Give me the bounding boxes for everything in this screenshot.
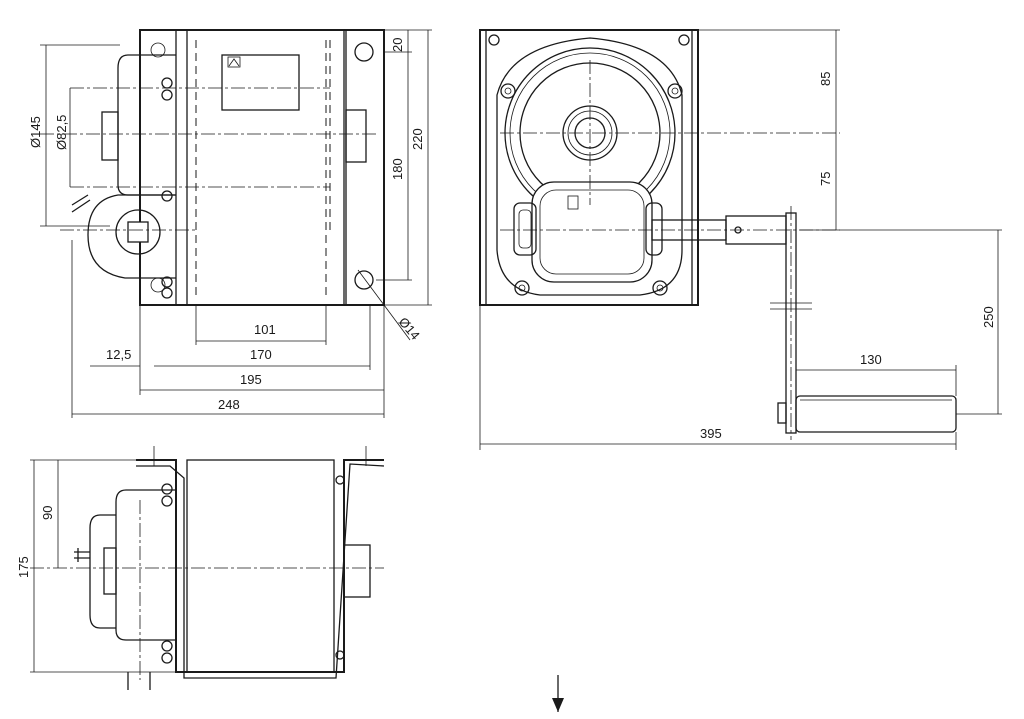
front-bolts bbox=[161, 77, 173, 299]
dim-h250: 250 bbox=[981, 306, 996, 328]
top-view bbox=[30, 446, 385, 690]
front-gear-cover bbox=[117, 54, 176, 196]
dim-h180: 180 bbox=[390, 158, 405, 180]
dim-w195: 195 bbox=[240, 372, 262, 387]
side-bolts bbox=[488, 34, 690, 296]
front-drum-housing bbox=[186, 29, 345, 306]
front-grease-nipple bbox=[71, 194, 91, 213]
top-shaft-stub bbox=[343, 544, 371, 598]
front-label-plate bbox=[221, 54, 300, 111]
side-gear-cover bbox=[531, 181, 653, 283]
top-drum-body bbox=[186, 459, 335, 673]
dim-h85: 85 bbox=[818, 72, 833, 86]
top-grease-nipple bbox=[74, 548, 90, 562]
dim-d145: Ø145 bbox=[28, 116, 43, 148]
dim-w12-5: 12,5 bbox=[106, 347, 131, 362]
side-crank-handle bbox=[795, 395, 957, 433]
view-direction-arrow-icon bbox=[552, 675, 564, 712]
front-mount-hole-top bbox=[354, 42, 374, 62]
dim-w130: 130 bbox=[860, 352, 882, 367]
front-shaft-stub bbox=[345, 109, 367, 163]
front-crank-boss bbox=[87, 194, 176, 279]
front-view bbox=[40, 29, 385, 306]
dim-w395: 395 bbox=[700, 426, 722, 441]
side-housing-outline bbox=[496, 37, 683, 296]
dim-h75: 75 bbox=[818, 172, 833, 186]
dim-h220: 220 bbox=[410, 128, 425, 150]
front-mount-hole-bottom bbox=[354, 270, 374, 290]
label-plate-icon bbox=[227, 56, 241, 68]
dim-w170: 170 bbox=[250, 347, 272, 362]
side-view-dimensions: 85 75 250 130 395 bbox=[479, 29, 1002, 450]
dim-w248: 248 bbox=[218, 397, 240, 412]
top-bolts bbox=[161, 475, 345, 664]
dim-d82-5: Ø82,5 bbox=[54, 115, 69, 150]
side-mounting-plate bbox=[479, 29, 699, 306]
dim-w101: 101 bbox=[254, 322, 276, 337]
dim-top-20: 20 bbox=[390, 38, 405, 52]
top-view-dimensions: 90 175 bbox=[16, 459, 176, 673]
dim-h90: 90 bbox=[40, 506, 55, 520]
dim-hole-d14: Ø14 bbox=[396, 314, 423, 342]
side-view bbox=[479, 29, 957, 440]
top-gear-cover bbox=[115, 489, 176, 641]
dim-h175: 175 bbox=[16, 556, 31, 578]
